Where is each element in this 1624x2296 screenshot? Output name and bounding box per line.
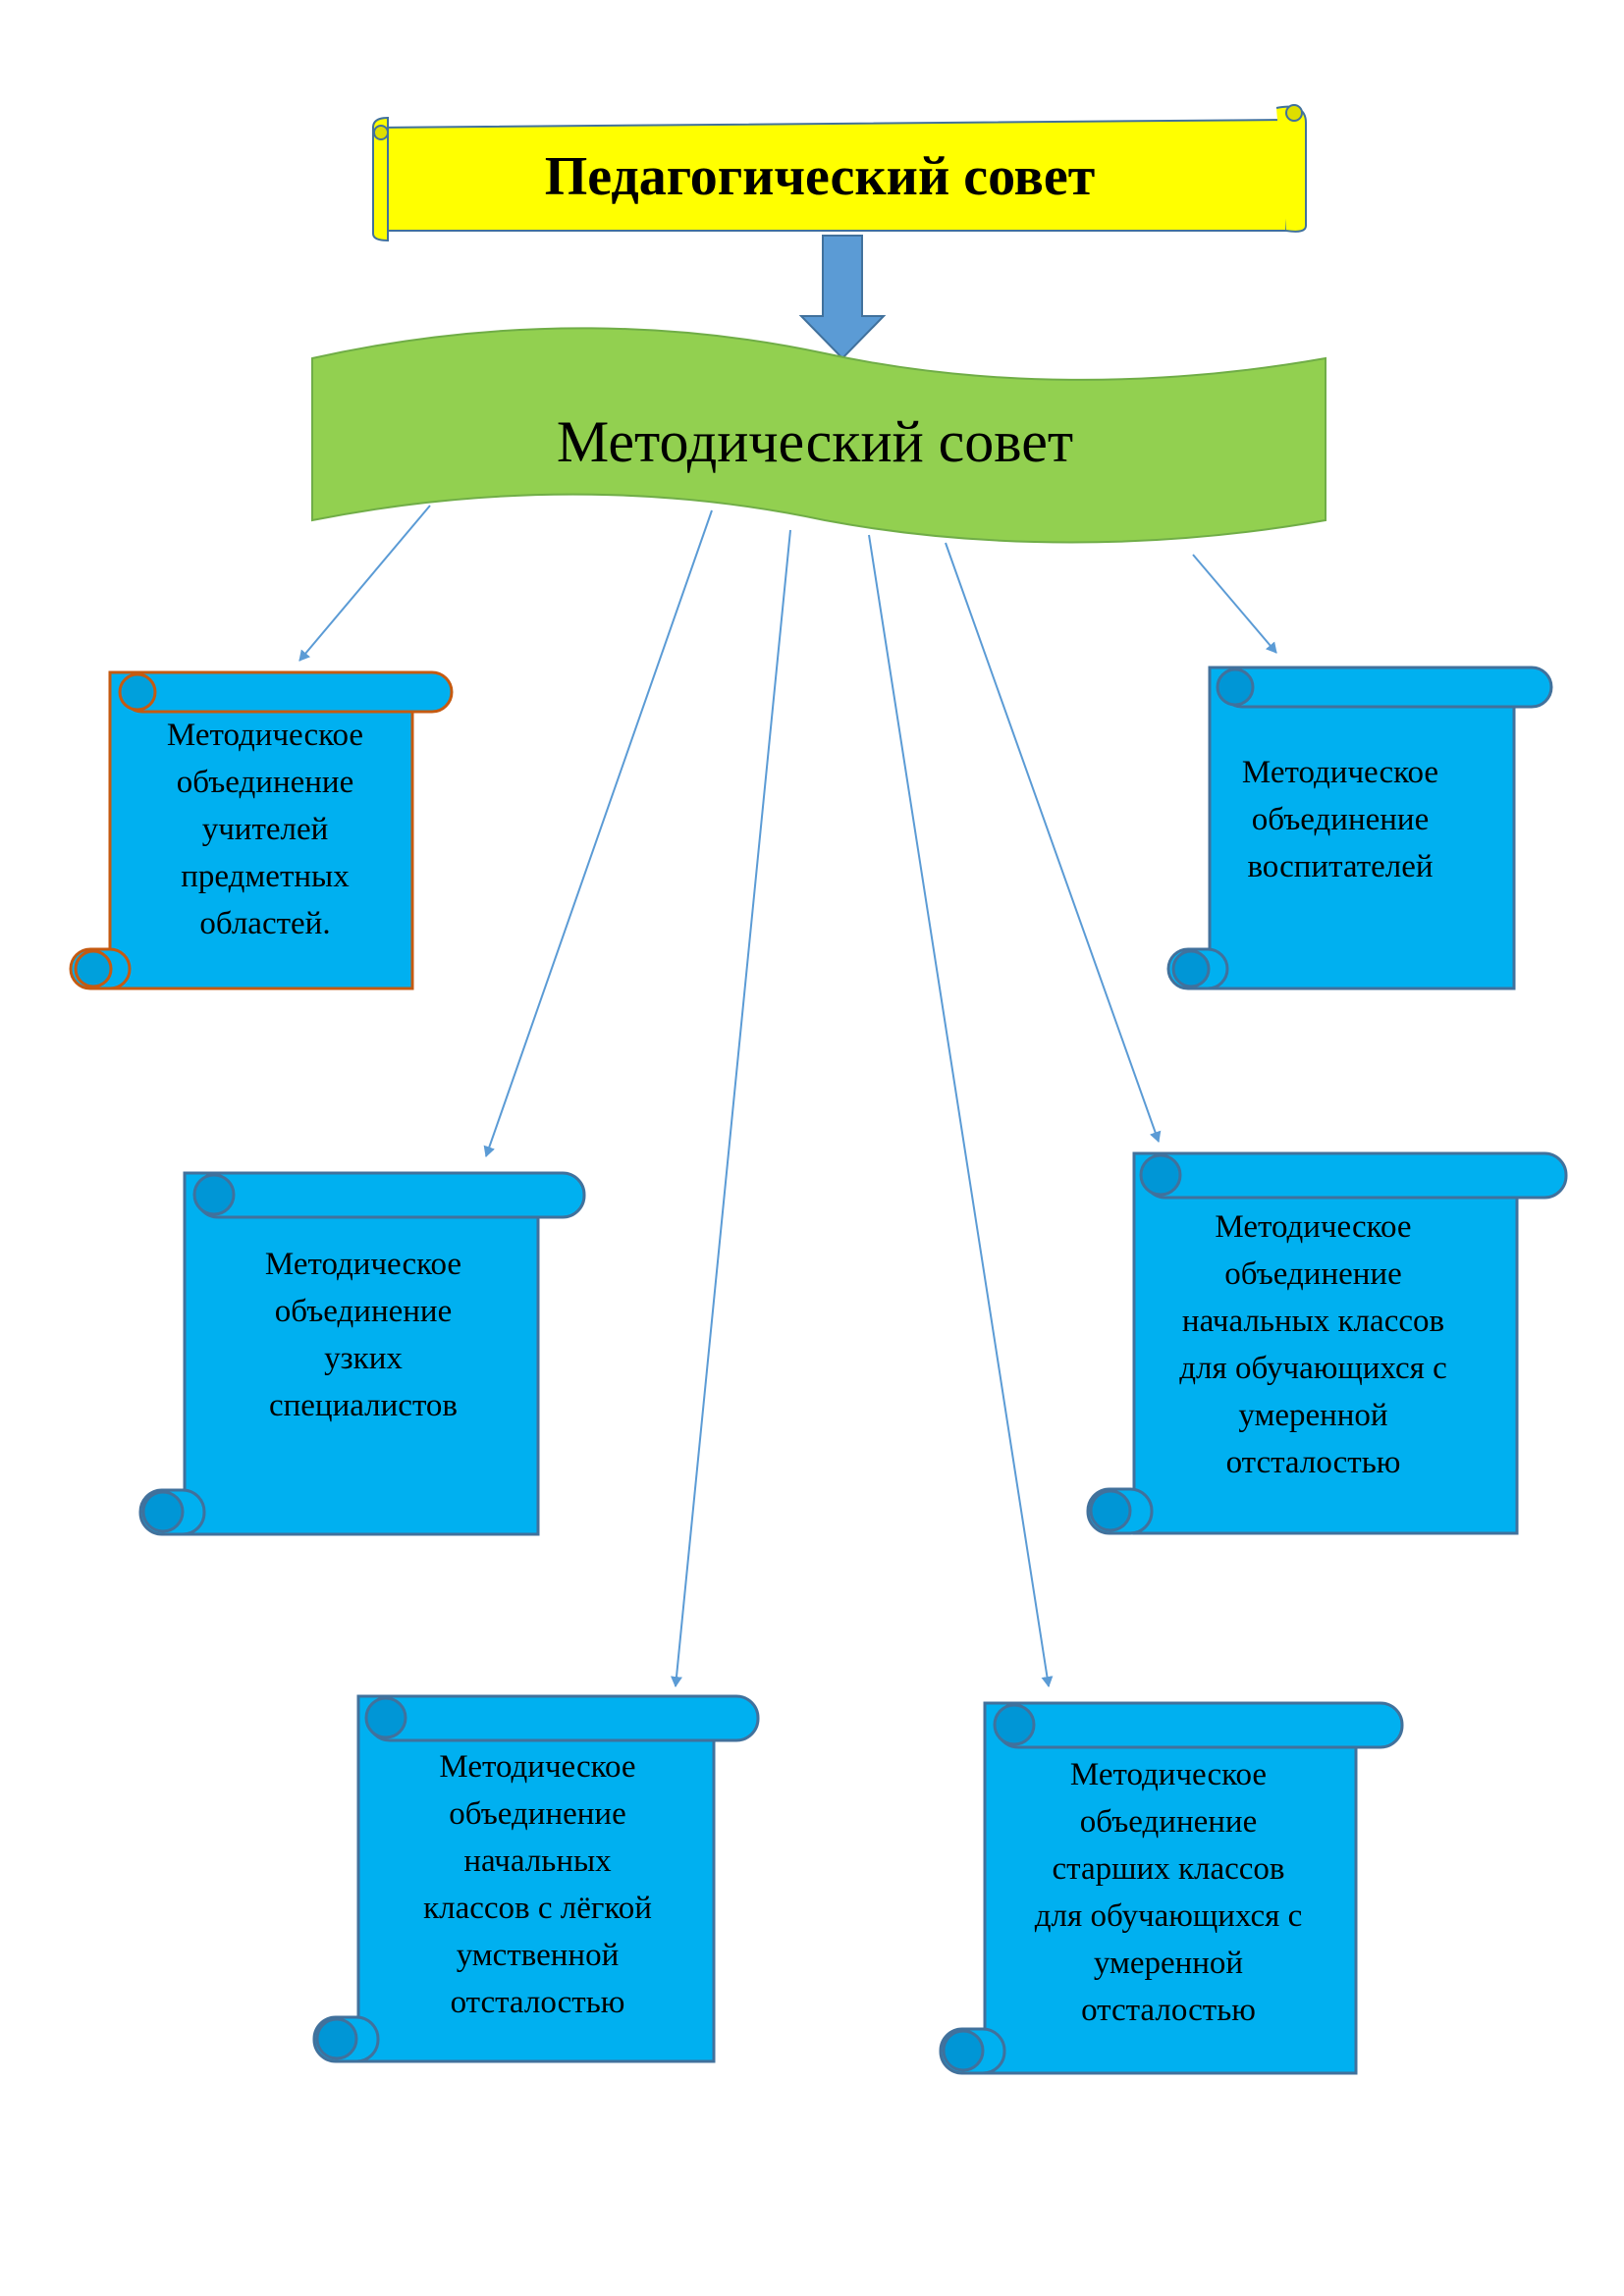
node-text-specialists: Методическое объединение узких специалис…: [264, 1247, 462, 1423]
connector-arrow-3: [483, 509, 713, 1157]
connector-arrow-2: [1192, 554, 1277, 654]
ped-council-scroll: [371, 104, 1307, 242]
node-text-educators: Методическое объединение воспитателей: [1241, 755, 1439, 884]
node-text-primary-mild: Методическое объединение начальных класс…: [423, 1749, 652, 2020]
node-scroll-2: [1166, 666, 1553, 990]
down-arrow: [798, 235, 887, 360]
method-council-ribbon: [311, 327, 1326, 544]
node-text-senior-moderate: Методическое объединение старших классов…: [1034, 1756, 1303, 2028]
node-scroll-1: [69, 670, 454, 990]
connector-arrow-5: [671, 529, 791, 1687]
ped-council-title: Педагогический совет: [544, 146, 1096, 207]
node-text-primary-moderate: Методическое объединение начальных класс…: [1179, 1209, 1447, 1480]
node-text-subject-teachers: Методическое объединение учителей предме…: [166, 718, 364, 941]
connector-arrow-6: [868, 534, 1054, 1687]
method-council-title: Методический совет: [556, 408, 1074, 474]
node-scroll-6: [939, 1701, 1404, 2075]
connector-arrow-1: [298, 505, 431, 662]
node-scroll-4: [1086, 1151, 1568, 1535]
node-scroll-3: [138, 1171, 586, 1536]
connector-arrow-4: [945, 542, 1162, 1143]
node-scroll-5: [312, 1694, 760, 2063]
